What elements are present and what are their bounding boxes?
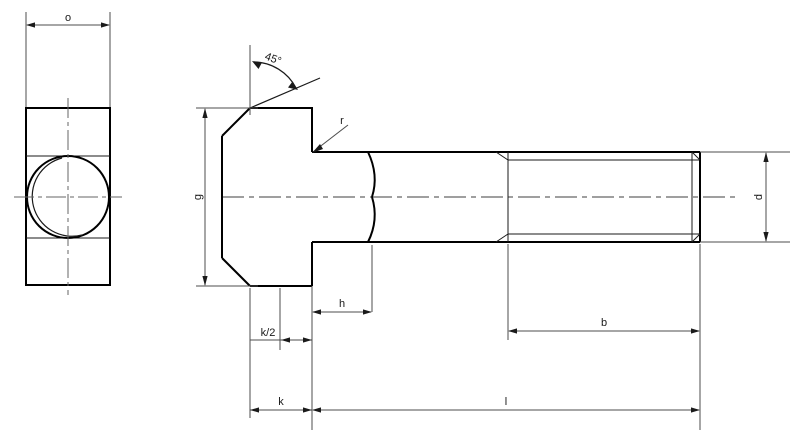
angle-label-45: 45°: [263, 51, 283, 68]
arrow-b-right: [691, 328, 700, 334]
arrow-k-right: [303, 407, 312, 413]
arrow-khalf-right: [303, 337, 312, 343]
arrow-g-top: [202, 108, 208, 118]
head-chamfer-lower: [221, 257, 251, 287]
dim-label-g: g: [192, 194, 204, 200]
radius-label: r: [340, 115, 344, 127]
break-line-upper: [367, 151, 376, 198]
thread-start-chamfer-lower: [495, 233, 509, 243]
arrow-h-left: [312, 309, 321, 315]
dim-label-d: d: [753, 194, 765, 200]
angle-arrow-start: [252, 61, 262, 69]
arrow-khalf-left: [281, 337, 290, 343]
angle-ref-diagonal: [249, 77, 321, 109]
arrow-l-right: [691, 407, 700, 413]
thread-start-chamfer-upper: [495, 151, 509, 161]
dim-label-khalf: k/2: [261, 327, 276, 339]
arrow-h-right: [363, 309, 372, 315]
arrow-o-left: [26, 22, 35, 28]
dim-label-l: l: [505, 396, 507, 408]
dim-label-o: o: [65, 12, 71, 24]
thread-minor-arc: [31, 157, 83, 237]
bolt-end-chamfer-upper: [691, 151, 701, 161]
angle-arrow-end: [288, 81, 298, 90]
dim-label-k: k: [278, 396, 284, 408]
end-view-group: o: [14, 12, 122, 295]
bolt-end-chamfer-lower: [691, 233, 701, 243]
dim-label-b: b: [601, 317, 607, 329]
break-line-lower: [367, 196, 376, 243]
side-view-group: 45° r g d h: [192, 45, 790, 430]
arrow-g-bottom: [202, 276, 208, 286]
arrow-d-bottom: [763, 232, 769, 242]
arrow-d-top: [763, 152, 769, 162]
arrow-o-right: [101, 22, 110, 28]
head-chamfer-upper: [221, 107, 251, 137]
head-top-edge: [250, 107, 313, 152]
arrow-l-left: [312, 407, 321, 413]
dim-label-h: h: [339, 298, 345, 310]
arrow-b-left: [508, 328, 517, 334]
arrow-k-left: [250, 407, 259, 413]
radius-leader-arrow: [312, 144, 323, 153]
